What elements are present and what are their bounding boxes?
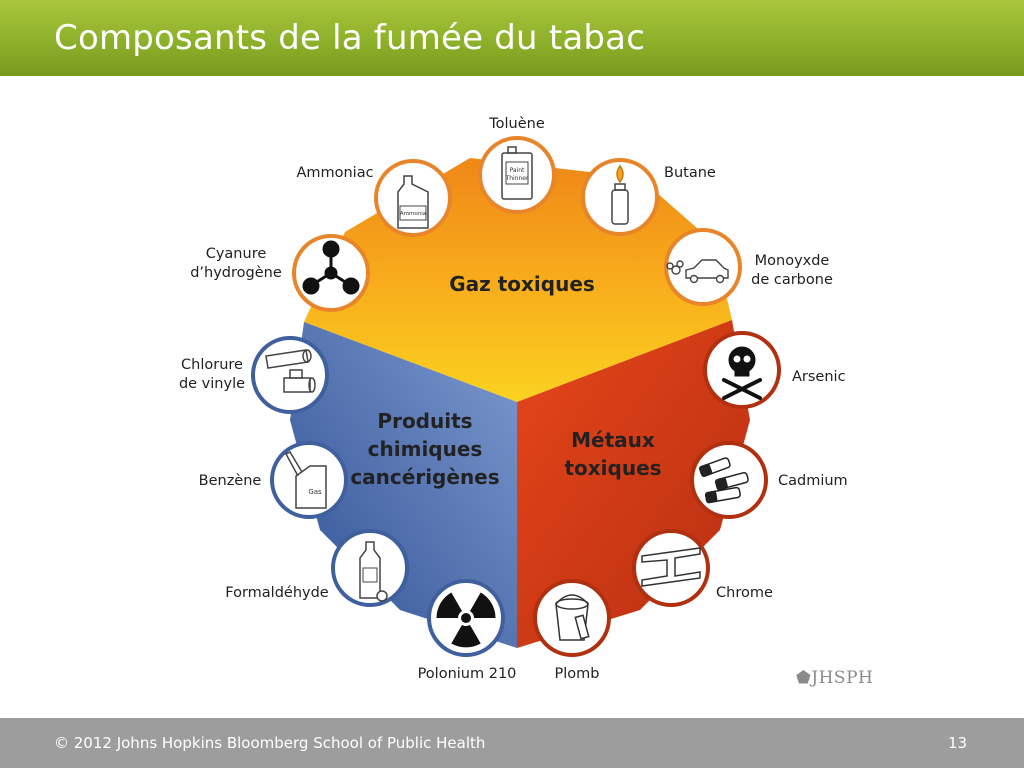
ammoniac-label: Ammoniac	[296, 165, 373, 181]
plomb-circle	[533, 579, 611, 657]
page-number: 13	[948, 734, 968, 752]
batteries-icon	[699, 457, 749, 504]
pvc-pipes-icon	[265, 349, 316, 393]
produits-label-line1: Produits	[377, 409, 472, 433]
cadmium-label: Cadmium	[778, 473, 848, 489]
produits-chimiques-sector	[290, 322, 517, 648]
arsenic-circle	[703, 331, 781, 409]
formaldehyde-bottle-icon	[359, 541, 388, 602]
benzene-label: Benzène	[199, 473, 262, 489]
ammonia-bottle-text: Ammonia	[400, 211, 426, 217]
toluene-circle: Paint Thinner	[478, 136, 556, 214]
arsenic-label: Arsenic	[792, 369, 846, 385]
monoxyde-label-line2: de carbone	[751, 272, 833, 288]
lighter-icon	[611, 164, 629, 225]
monoxyde-label-line1: Monoyxde	[755, 253, 830, 269]
logo-text: JHSPH	[811, 668, 874, 688]
title-bar: Composants de la fumée du tabac	[0, 0, 1024, 76]
polonium-label: Polonium 210	[418, 666, 517, 682]
copyright-text: © 2012 Johns Hopkins Bloomberg School of…	[54, 734, 486, 752]
chlorure-label-line1: Chlorure	[181, 357, 243, 373]
butane-label: Butane	[664, 165, 716, 181]
metaux-label-line1: Métaux	[571, 428, 655, 452]
plomb-label: Plomb	[555, 666, 600, 682]
produits-label-line2: chimiques	[368, 437, 483, 461]
car-exhaust-icon	[666, 259, 729, 284]
chlorure-circle	[251, 336, 329, 414]
paint-thinner-text-1: Paint	[510, 167, 525, 174]
metaux-toxiques-sector	[517, 320, 750, 648]
polonium-circle	[427, 579, 505, 657]
paint-bucket-icon	[555, 594, 590, 641]
formaldehyde-label: Formaldéhyde	[225, 585, 329, 601]
toxic-molecule-icon	[302, 240, 360, 295]
chlorure-label-line2: de vinyle	[179, 376, 245, 392]
gas-can-icon	[284, 451, 327, 509]
toluene-label: Toluène	[488, 116, 545, 132]
ammonia-bottle-icon	[397, 175, 429, 229]
steel-beam-icon	[641, 547, 701, 587]
cyanure-label-line2: d’hydrogène	[190, 265, 282, 281]
monoxyde-circle	[664, 228, 742, 306]
paint-thinner-text-2: Thinner	[505, 175, 529, 182]
shield-icon: ⬟	[796, 668, 812, 688]
jhsph-logo: ⬟JHSPH	[796, 668, 873, 688]
paint-thinner-can-icon	[501, 146, 533, 200]
metaux-label-line2: toxiques	[564, 456, 661, 480]
cyanure-circle	[292, 234, 370, 312]
gas-can-text: Gas	[308, 488, 322, 496]
gaz-toxiques-label: Gaz toxiques	[449, 272, 595, 296]
chrome-label: Chrome	[716, 585, 773, 601]
page-title: Composants de la fumée du tabac	[54, 18, 646, 58]
skull-crossbones-icon	[722, 346, 762, 400]
ammoniac-circle: Ammonia	[374, 159, 452, 237]
formaldehyde-circle	[331, 529, 409, 607]
cyanure-label-line1: Cyanure	[206, 246, 267, 262]
butane-circle	[581, 158, 659, 236]
chrome-circle	[632, 529, 710, 607]
cadmium-circle	[690, 441, 768, 519]
benzene-circle: Gas	[270, 441, 348, 519]
footer-bar: © 2012 Johns Hopkins Bloomberg School of…	[0, 718, 1024, 768]
produits-label-line3: cancérigènes	[350, 465, 499, 489]
radiation-icon	[436, 592, 496, 648]
